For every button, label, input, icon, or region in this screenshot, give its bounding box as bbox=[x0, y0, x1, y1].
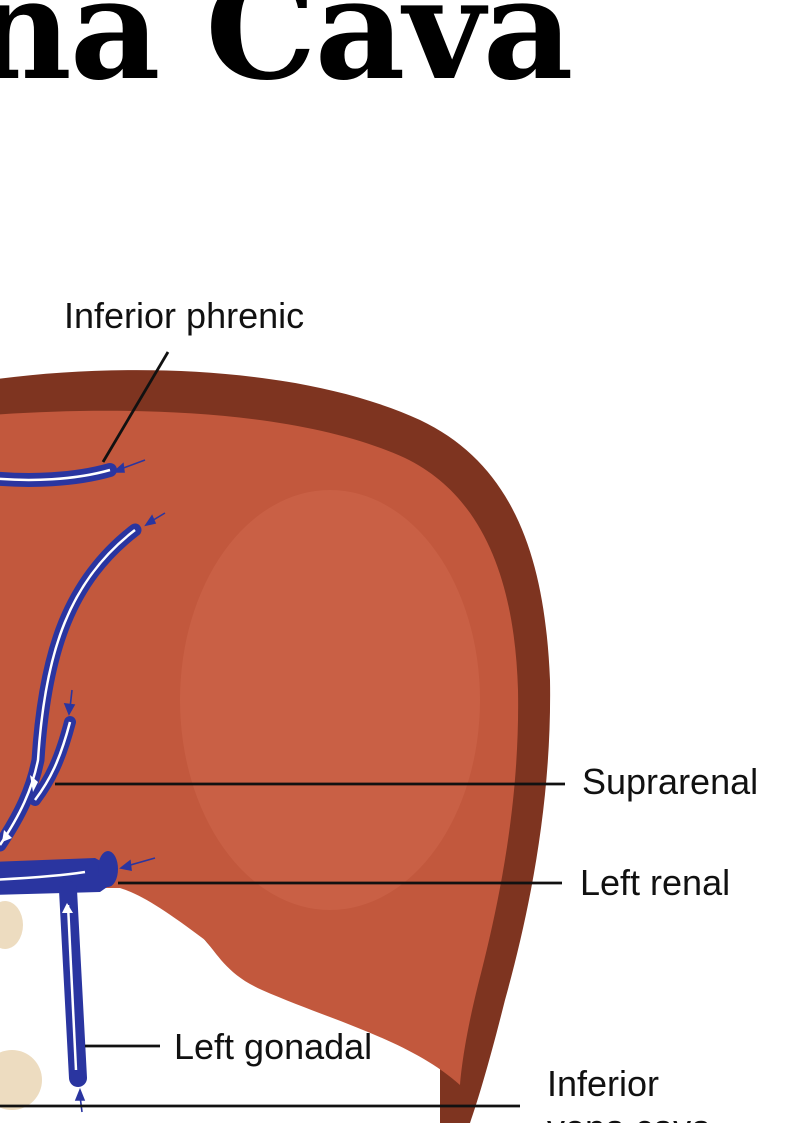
page-title: na Cava bbox=[0, 0, 571, 112]
label-suprarenal: Suprarenal bbox=[582, 761, 758, 802]
label-inferior-vena-cava: Inferior bbox=[547, 1063, 659, 1104]
suprarenal-branch-vein-highlight bbox=[33, 721, 72, 801]
suprarenal-vein-highlight bbox=[0, 529, 136, 846]
left-renal-vein-highlight bbox=[0, 870, 86, 881]
inferior-phrenic-vein-highlight bbox=[0, 468, 111, 482]
left-gonadal-vein-highlight bbox=[66, 904, 78, 1071]
label-left-gonadal: Left gonadal bbox=[174, 1026, 372, 1067]
label-left-renal: Left renal bbox=[580, 862, 730, 903]
label-inferior-phrenic: Inferior phrenic bbox=[64, 295, 304, 336]
flow-arrows bbox=[63, 459, 166, 1113]
left-renal-vein-end bbox=[98, 851, 118, 887]
label-inferior-vena-cava-line2: vena cava bbox=[547, 1107, 712, 1123]
leader-lines bbox=[0, 351, 565, 1108]
fat-blob-upper bbox=[0, 901, 23, 949]
kidney-highlight bbox=[180, 490, 480, 910]
fat-blob-lower bbox=[0, 1050, 42, 1110]
flow-arrows-in-veins bbox=[2, 775, 73, 913]
